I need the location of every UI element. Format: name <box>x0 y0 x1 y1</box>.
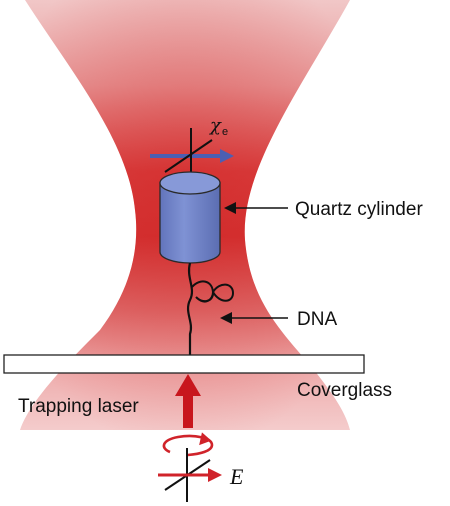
polarization-symbol: χ <box>208 115 222 136</box>
quartz-cylinder-label: Quartz cylinder <box>295 199 423 220</box>
field-label: E <box>229 464 244 489</box>
circular-arrow-icon <box>162 432 214 457</box>
up-arrow-icon <box>175 374 201 428</box>
dna-supercoil <box>191 280 235 303</box>
quartz-cylinder <box>159 171 221 264</box>
coverglass-slide <box>3 354 365 374</box>
quartz-cylinder-pointer <box>224 202 288 214</box>
field-arrow <box>158 468 222 482</box>
polarization-subscript: e <box>222 126 228 138</box>
trapping-laser-label: Trapping laser <box>18 396 139 417</box>
cylinder-axis-arrow <box>150 149 234 163</box>
coverglass-label: Coverglass <box>297 380 392 401</box>
dna-label: DNA <box>297 309 337 330</box>
dna-pointer <box>220 312 288 324</box>
dna-strand <box>186 262 194 355</box>
